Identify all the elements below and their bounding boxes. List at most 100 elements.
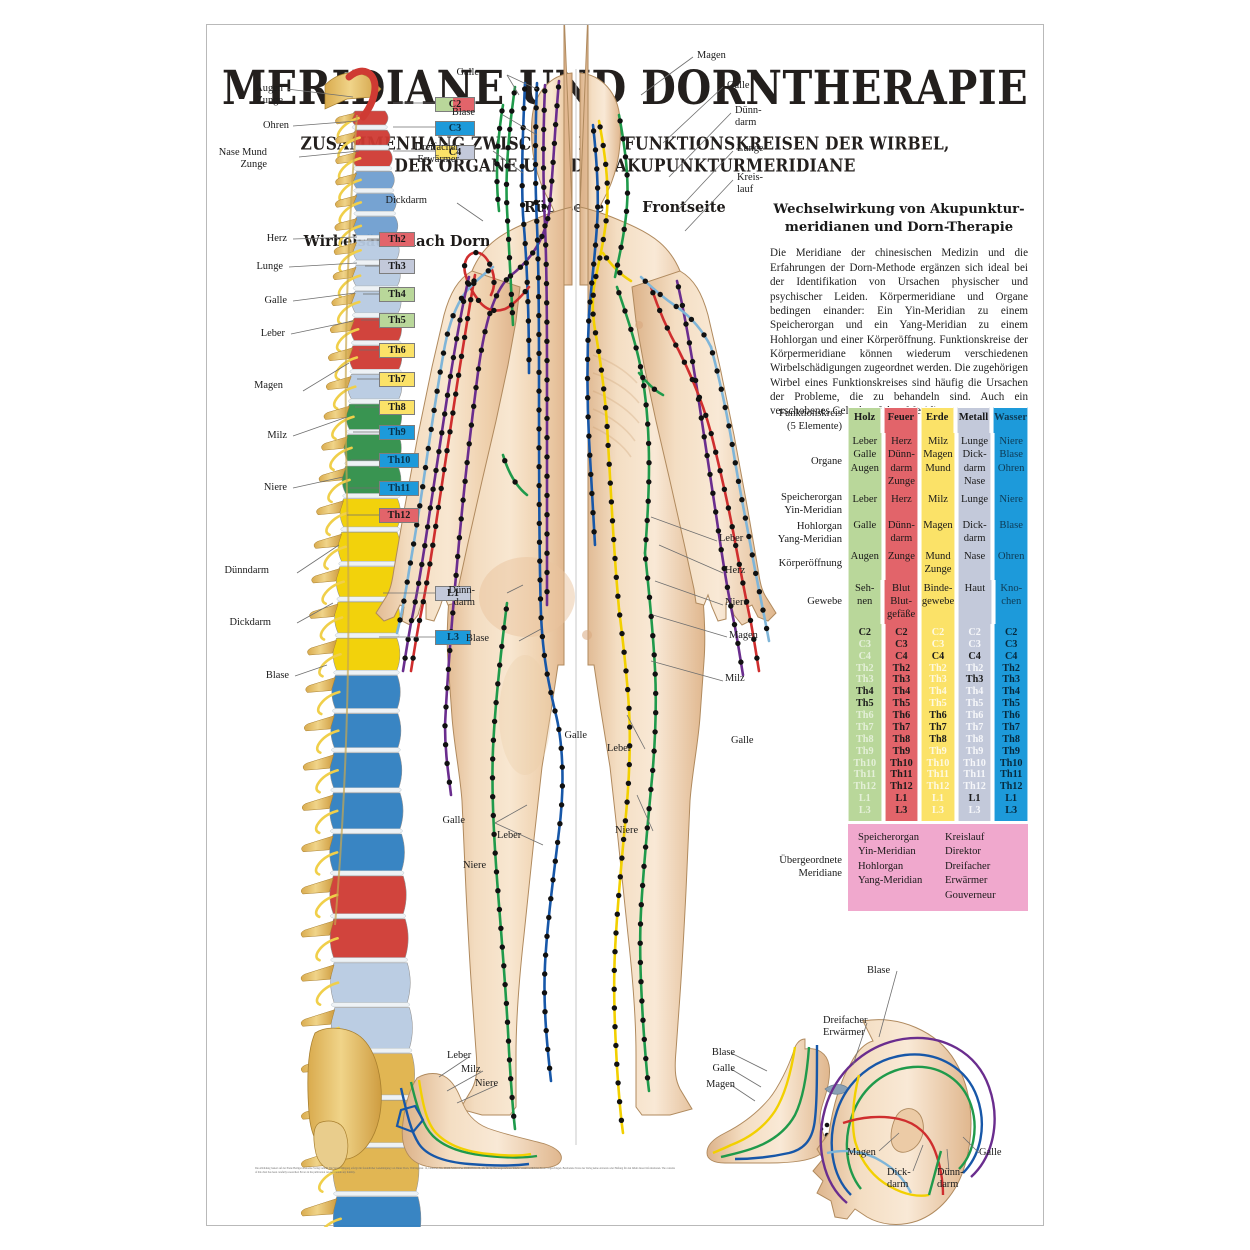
vertebra-metall-c4: C4 xyxy=(968,650,981,662)
gewebe-cell-erde: Binde- gewebe xyxy=(920,579,956,624)
foot-left-label-1: Milz xyxy=(461,1064,481,1075)
vertebra-metall-th4: Th4 xyxy=(965,686,984,698)
vertebra-metall-th5: Th5 xyxy=(965,698,984,710)
vertebra-badge-th7[interactable]: Th7 xyxy=(379,372,415,387)
spine-label-5: Galle xyxy=(264,295,287,306)
row-label-uebergeordnete: Übergeordnete Meridiane xyxy=(779,855,842,880)
hohlorgan-cell-feuer: Dünn- darm xyxy=(884,517,919,549)
vertebra-holz-th5: Th5 xyxy=(856,698,874,710)
vertebra-metall-th12: Th12 xyxy=(963,781,986,793)
vertebra-badge-l1[interactable]: L1 xyxy=(435,586,471,601)
vertebra-feuer-c4: C4 xyxy=(895,650,908,662)
front-label-13: Leber xyxy=(497,830,522,841)
spine-label-7: Magen xyxy=(254,380,283,391)
right-panel-heading-line2: meridianen und Dorn-Therapie xyxy=(784,220,1014,236)
vertebra-erde-th9: Th9 xyxy=(929,745,947,757)
koerperoeffnung-cell-wasser: Ohren xyxy=(994,548,1028,580)
vertebra-holz-c2: C2 xyxy=(858,626,872,638)
vertebra-wasser-th12: Th12 xyxy=(999,781,1023,793)
spine-label-11: Dickdarm xyxy=(229,617,271,628)
front-label-6: Herz xyxy=(725,565,746,576)
vertebra-badge-c4[interactable]: C4 xyxy=(435,145,475,160)
vertebra-wasser-c3: C3 xyxy=(1004,638,1018,650)
vertebra-erde-th2: Th2 xyxy=(929,662,947,674)
vertebra-erde-c3: C3 xyxy=(931,638,945,650)
vertebra-erde-th4: Th4 xyxy=(929,686,947,698)
vertebra-metall-c3: C3 xyxy=(968,638,981,650)
vertebra-feuer-th4: Th4 xyxy=(892,686,911,698)
element-cell-feuer: Feuer xyxy=(884,407,918,434)
body-back-illustration xyxy=(375,25,575,1116)
vertebra-badge-th3[interactable]: Th3 xyxy=(379,259,415,274)
vertebra-feuer-l1: L1 xyxy=(895,793,908,805)
right-panel-heading-line1: Wechselwirkung von Akupunktur- xyxy=(773,202,1025,217)
vertebra-wasser-l3: L3 xyxy=(1005,805,1018,816)
foot-right-label-1: Galle xyxy=(712,1063,735,1074)
back-label-3: Dickdarm xyxy=(385,195,427,206)
front-label-12: Galle xyxy=(731,735,754,746)
vertebra-wasser-th3: Th3 xyxy=(1002,674,1020,686)
head-label-2: Magen xyxy=(847,1147,876,1158)
row-label-gewebe: Gewebe xyxy=(807,596,842,608)
head-label-4: Dünn- darm xyxy=(937,1167,964,1191)
vertebra-feuer-th5: Th5 xyxy=(892,698,911,710)
vertebra-erde-th6: Th6 xyxy=(929,710,947,721)
organe-cell-wasser: Niere Blase Ohren xyxy=(994,433,1028,491)
back-label-4: Dünn- darm xyxy=(448,585,475,609)
vertebra-badge-th9[interactable]: Th9 xyxy=(379,425,415,440)
uebergeordnete-meridiane-box: Speicherorgan Yin-Meridian Hohlorgan Yan… xyxy=(848,823,1028,911)
vertebra-holz-th4: Th4 xyxy=(856,686,874,698)
vertebra-badge-th10[interactable]: Th10 xyxy=(379,453,419,468)
back-label-6: Galle xyxy=(442,815,465,826)
vertebra-holz-l1: L1 xyxy=(858,793,871,805)
back-label-5: Blase xyxy=(465,633,489,644)
front-label-14: Niere xyxy=(463,860,487,871)
uebergeordnete-column-2: Kreislauf Direktor Dreifacher Erwärmer G… xyxy=(945,831,996,901)
vertebra-feuer-c3: C3 xyxy=(895,638,908,650)
right-panel-heading: Wechselwirkung von Akupunktur- meridiane… xyxy=(770,201,1028,237)
element-cell-metall: Metall xyxy=(956,407,991,434)
uebergeordnete-column-1: Speicherorgan Yin-Meridian Hohlorgan Yan… xyxy=(858,831,923,887)
vertebra-badge-c2[interactable]: C2 xyxy=(435,97,475,112)
vertebra-badge-th5[interactable]: Th5 xyxy=(379,313,415,328)
vertebra-erde-l3: L3 xyxy=(932,805,944,816)
vertebra-feuer-l3: L3 xyxy=(895,805,908,816)
vertebra-holz-th9: Th9 xyxy=(856,745,874,757)
vertebra-metall-th2: Th2 xyxy=(965,662,984,674)
vertebra-badge-th4[interactable]: Th4 xyxy=(379,287,415,302)
vertebra-erde-c2: C2 xyxy=(931,626,945,638)
gewebe-cell-holz: Seh- nen xyxy=(848,579,882,624)
vertebra-wasser-th9: Th9 xyxy=(1002,745,1020,757)
vertebra-badge-l3[interactable]: L3 xyxy=(435,630,471,645)
vertebra-metall-th9: Th9 xyxy=(965,745,984,757)
foot-left-label-0: Leber xyxy=(447,1050,472,1061)
head-label-0: Blase xyxy=(867,965,891,976)
vertebra-holz-l3: L3 xyxy=(858,805,871,816)
foot-right-label-0: Blase xyxy=(711,1047,735,1058)
vertebra-metall-th8: Th8 xyxy=(965,733,984,745)
front-label-11: Niere xyxy=(615,825,639,836)
vertebra-holz-th2: Th2 xyxy=(856,662,874,674)
vertebra-metall-th11: Th11 xyxy=(963,769,986,781)
vertebra-badge-th2[interactable]: Th2 xyxy=(379,232,415,247)
spine-label-4: Lunge xyxy=(256,261,283,272)
vertebra-badge-th8[interactable]: Th8 xyxy=(379,400,415,415)
vertebra-wasser-th10: Th10 xyxy=(999,757,1023,769)
koerperoeffnung-cell-metall: Nase xyxy=(957,548,992,580)
vertebra-badge-th11[interactable]: Th11 xyxy=(379,481,419,496)
vertebra-erde-th5: Th5 xyxy=(929,698,947,710)
vertebra-badge-th12[interactable]: Th12 xyxy=(379,508,419,523)
vertebra-wasser-th11: Th11 xyxy=(1000,769,1023,781)
vertebra-badge-th6[interactable]: Th6 xyxy=(379,343,415,358)
front-label-4: Kreis- lauf xyxy=(737,172,763,196)
vertebra-badge-c3[interactable]: C3 xyxy=(435,121,475,136)
front-view-caption: Frontseite xyxy=(642,199,726,216)
copyright-fine-print: Die Abbildung basiert auf der Platte Hei… xyxy=(255,1167,675,1174)
